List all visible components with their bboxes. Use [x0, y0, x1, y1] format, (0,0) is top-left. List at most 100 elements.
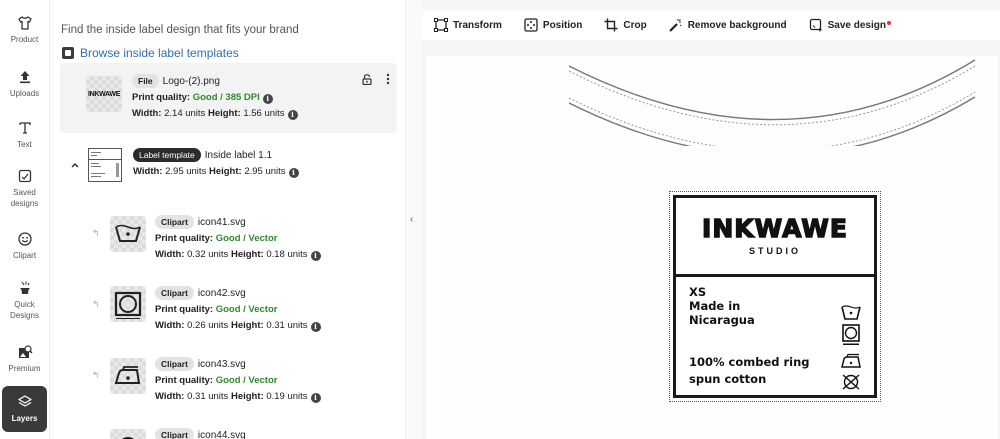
browse-templates-link[interactable]: Browse inside label templates [62, 46, 239, 60]
width-value: 0.26 units [187, 320, 229, 331]
quality-value: Good / Vector [215, 233, 278, 244]
layer-name: icon41.svg [197, 217, 246, 228]
width-label: Width: [155, 391, 185, 402]
premium-image-icon [18, 345, 32, 358]
rail-item-premium[interactable]: Premium [2, 344, 47, 374]
width-label: Width: [133, 166, 163, 177]
width-label: Width: [132, 108, 162, 119]
width-value: 0.31 units [187, 391, 229, 402]
transform-button[interactable]: Transform [434, 18, 502, 32]
template-icon [62, 47, 74, 59]
brand-name: INKWAWE [701, 213, 848, 243]
layer-type-tag: Clipart [155, 357, 194, 371]
quality-label: Print quality: [132, 92, 191, 103]
remove-background-label: Remove background [687, 19, 787, 31]
info-icon[interactable]: i [262, 94, 273, 104]
more-vertical-icon[interactable] [386, 73, 390, 85]
rail-label: Uploads [9, 89, 40, 98]
info-icon[interactable]: i [288, 168, 299, 178]
crop-button[interactable]: Crop [604, 18, 647, 32]
layer-thumbnail [110, 429, 146, 439]
do-not-dry-clean-icon[interactable] [840, 373, 862, 391]
transform-icon [434, 18, 448, 32]
quality-value: Good / Vector [215, 375, 278, 386]
quality-label: Print quality: [155, 304, 214, 315]
tshirt-icon [17, 16, 32, 30]
rail-label: Saved [13, 188, 36, 197]
canvas-area: Transform Position Crop Remove backgroun… [422, 0, 1000, 439]
info-icon[interactable]: i [310, 393, 321, 403]
edit-toolbar: Transform Position Crop Remove backgroun… [422, 10, 1000, 40]
rail-label: Designs [10, 311, 39, 320]
text-icon [18, 122, 31, 134]
rail-item-saved-designs[interactable]: Saved designs [2, 168, 47, 209]
height-label: Height: [230, 249, 264, 260]
rail-label: Product [10, 35, 39, 44]
iron-icon [114, 366, 141, 384]
width-value: 0.32 units [187, 249, 229, 260]
info-icon[interactable]: i [310, 251, 321, 261]
left-rail: Product Uploads Text Saved designs Clipa… [0, 0, 50, 439]
width-value: 2.14 units [164, 108, 206, 119]
remove-background-button[interactable]: Remove background [668, 18, 787, 32]
lock-icon[interactable] [362, 74, 372, 85]
inside-label-design[interactable]: INKWAWE STUDIO XS Made in Nicaragua 100%… [669, 191, 881, 402]
height-label: Height: [230, 391, 264, 402]
rail-item-text[interactable]: Text [2, 120, 47, 150]
chevron-left-icon[interactable]: ‹ [410, 214, 414, 225]
chevron-up-icon[interactable] [70, 160, 80, 170]
layer-name: icon42.svg [197, 288, 246, 299]
magic-hat-icon [19, 281, 30, 294]
save-design-button[interactable]: Save design [809, 18, 891, 32]
crop-icon [604, 18, 618, 32]
position-button[interactable]: Position [524, 18, 582, 32]
rail-item-clipart[interactable]: Clipart [2, 231, 47, 261]
position-icon [524, 18, 538, 32]
position-label: Position [542, 19, 583, 31]
save-design-label: Save design [827, 19, 886, 31]
label-divider [676, 274, 874, 277]
iron-icon[interactable] [840, 352, 862, 370]
origin-line-1: Made in [689, 299, 741, 313]
rail-item-product[interactable]: Product [2, 15, 47, 45]
panel-collapse-handle[interactable]: ‹ [405, 0, 422, 439]
height-value: 1.56 units [243, 108, 285, 119]
info-icon[interactable]: i [310, 322, 321, 332]
rail-label: designs [10, 199, 39, 208]
wash-tub-icon [115, 224, 141, 242]
quality-value: Good / Vector [215, 304, 278, 315]
child-arrow-icon: ↰ [92, 299, 100, 309]
transform-label: Transform [453, 19, 502, 31]
rail-item-uploads[interactable]: Uploads [2, 69, 47, 99]
rail-label: Clipart [12, 251, 37, 260]
layers-panel: Find the inside label design that fits y… [50, 0, 405, 439]
layers-icon [17, 395, 32, 407]
rail-item-quick-designs[interactable]: Quick Designs [2, 280, 47, 321]
tumble-dry-icon[interactable] [840, 324, 862, 346]
height-value: 0.19 units [266, 391, 308, 402]
rail-item-layers[interactable]: Layers [2, 386, 47, 432]
crop-label: Crop [623, 19, 647, 31]
layer-thumbnail [110, 358, 146, 394]
label-frame: INKWAWE STUDIO XS Made in Nicaragua 100%… [673, 195, 877, 398]
quality-value: Good / 385 DPI [192, 92, 260, 103]
layer-name: icon43.svg [197, 359, 246, 370]
height-label: Height: [208, 166, 242, 177]
layer-thumbnail: INKWAWE [86, 76, 122, 112]
design-canvas[interactable]: INKWAWE STUDIO XS Made in Nicaragua 100%… [426, 56, 998, 439]
wash-tub-icon[interactable] [840, 303, 862, 321]
height-label: Height: [230, 320, 264, 331]
info-icon[interactable]: i [287, 110, 298, 120]
shirt-collar-outline [568, 59, 976, 146]
height-label: Height: [207, 108, 241, 119]
rail-label: Layers [11, 414, 38, 423]
layer-name: Logo-(2).png [162, 76, 220, 87]
